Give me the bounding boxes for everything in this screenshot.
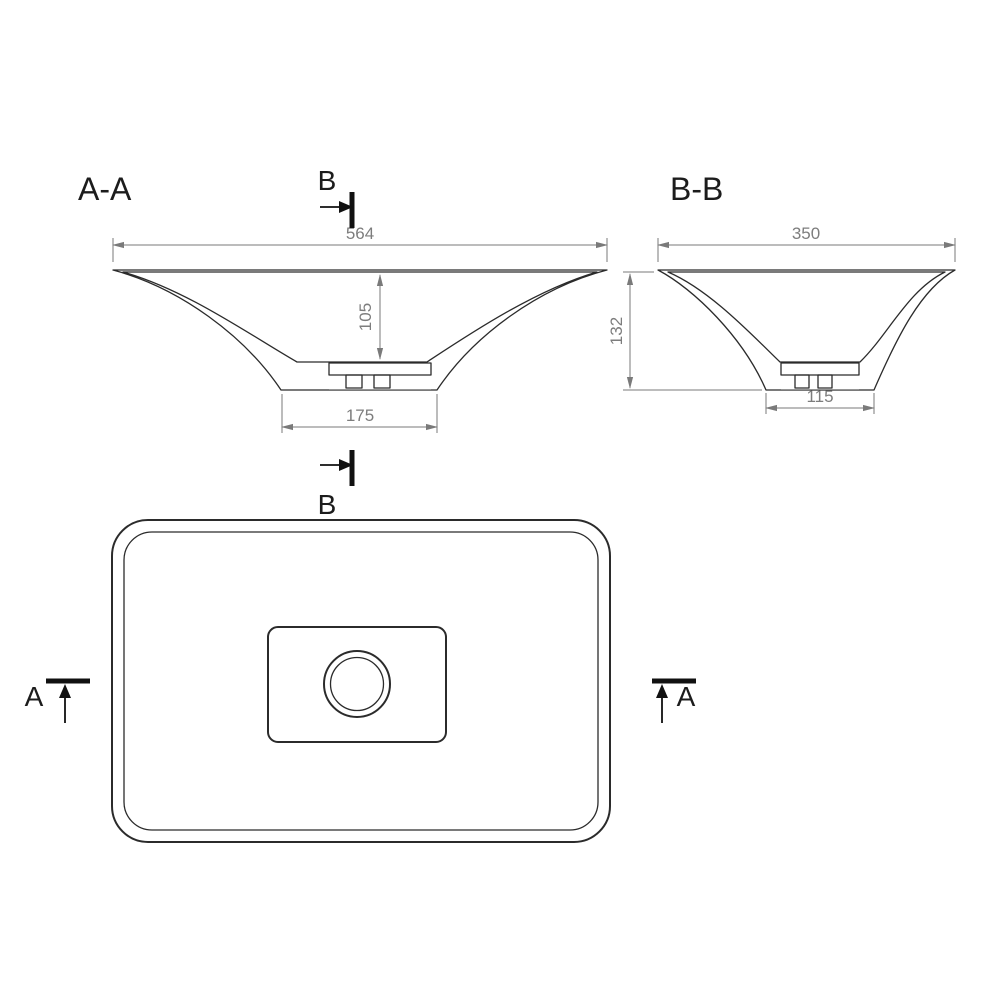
cut-marker-b-bottom: B	[318, 450, 355, 520]
arrowhead-icon	[339, 459, 353, 471]
cut-marker-b-top: B	[318, 165, 355, 228]
dimension-aa-bottom: 175	[281, 394, 438, 433]
cut-letter-b-bottom: B	[318, 489, 337, 520]
section-aa-view: 564 105 175	[112, 224, 608, 433]
basin-inner-rim	[123, 531, 599, 831]
dimension-bb-bottom: 115	[765, 387, 875, 414]
drain-cutout-bb	[781, 362, 859, 390]
drain-hole-inner-circle	[329, 656, 385, 712]
section-aa-label: A-A	[78, 171, 132, 207]
basin-shell-bb	[657, 269, 956, 391]
drain-fitting-aa	[328, 362, 432, 390]
dimension-bb-height: 132	[607, 271, 762, 391]
dimension-value-175: 175	[346, 406, 374, 425]
dimension-aa-width: 564	[112, 224, 608, 262]
dimension-bb-width: 350	[657, 224, 956, 262]
basin-outer-rim	[111, 519, 611, 843]
dimension-aa-depth: 105	[356, 274, 384, 360]
arrowhead-icon	[59, 684, 71, 698]
cut-letter-a-left: A	[25, 681, 44, 712]
drain-hole-outer-circle	[323, 650, 391, 718]
arrowhead-icon	[339, 201, 353, 213]
drain-cutout-aa	[329, 362, 431, 390]
dimension-value-115: 115	[806, 387, 833, 406]
dimension-value-350: 350	[792, 224, 820, 243]
section-bb-label: B-B	[670, 171, 723, 207]
drain-tab-right-aa	[373, 374, 391, 389]
dimension-value-132: 132	[607, 317, 626, 345]
drain-fitting-bb	[780, 362, 860, 390]
section-bb-view: 350 132 115	[607, 224, 956, 414]
drain-tab-left-bb	[794, 374, 810, 389]
dimension-value-564: 564	[346, 224, 374, 243]
cut-letter-a-right: A	[677, 681, 696, 712]
dimension-value-105: 105	[356, 303, 375, 331]
arrowhead-icon	[656, 684, 668, 698]
top-view	[111, 519, 611, 843]
cut-letter-b-top: B	[318, 165, 337, 196]
drain-plate	[267, 626, 447, 743]
cut-marker-a-left: A	[25, 678, 90, 723]
basin-shell-aa	[112, 269, 608, 391]
drain-tab-right-bb	[817, 374, 833, 389]
drain-tab-left-aa	[345, 374, 363, 389]
cut-marker-a-right: A	[652, 678, 696, 723]
